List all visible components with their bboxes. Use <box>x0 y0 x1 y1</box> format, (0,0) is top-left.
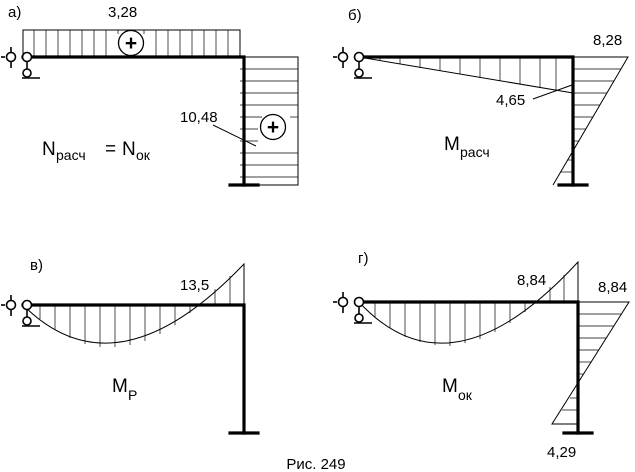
frame-v <box>21 303 246 435</box>
label-m-p: M P <box>112 376 137 403</box>
svg-text:M: M <box>444 134 460 155</box>
frame-g <box>357 300 580 435</box>
value-8-84-column: 8,84 <box>598 279 627 296</box>
label-m-ok: M ок <box>442 376 473 403</box>
moment-diagram-column-b <box>552 56 629 186</box>
hinged-support-v <box>1 295 40 327</box>
svg-text:P: P <box>128 387 137 403</box>
value-4-65: 4,65 <box>496 92 525 109</box>
panel-v-letter: в) <box>30 257 43 274</box>
svg-text:+: + <box>267 116 279 139</box>
hinged-support-a <box>1 47 40 79</box>
leader-line-10-48 <box>212 124 257 147</box>
hinged-support-g <box>333 292 372 324</box>
svg-text:расч: расч <box>460 144 490 160</box>
frame-b <box>357 55 575 187</box>
panel-b: б) <box>333 7 629 187</box>
svg-text:+: + <box>125 32 137 55</box>
svg-text:M: M <box>442 376 458 397</box>
svg-text:M: M <box>112 376 128 397</box>
panel-b-letter: б) <box>348 7 362 24</box>
frame-a <box>21 55 246 187</box>
plus-sign-column: + <box>259 113 287 141</box>
leader-line-4-65 <box>532 84 573 100</box>
hatching-beam <box>33 30 229 57</box>
value-3-28: 3,28 <box>108 4 137 21</box>
formula-n-design-equals-n-ok: N расч = N ок <box>42 139 151 163</box>
value-4-29: 4,29 <box>547 444 576 461</box>
figure-caption: Рис. 249 <box>286 456 345 472</box>
value-8-84-beam: 8,84 <box>517 272 546 289</box>
svg-text:ок: ок <box>136 147 151 163</box>
plus-sign-beam: + <box>117 29 145 57</box>
svg-text:ок: ок <box>458 387 473 403</box>
panel-g-letter: г) <box>358 250 368 267</box>
value-13-5: 13,5 <box>180 277 209 294</box>
panel-a-letter: а) <box>8 4 21 21</box>
hinged-support-b <box>333 47 372 79</box>
moment-diagram-beam-v <box>22 262 245 347</box>
panel-a: а) <box>1 4 299 187</box>
value-8-28: 8,28 <box>593 32 622 49</box>
value-10-48: 10,48 <box>180 109 218 126</box>
svg-text:N: N <box>42 139 56 160</box>
panel-g: г) <box>333 250 630 461</box>
svg-text:N: N <box>122 139 136 160</box>
panel-v: в) 13,5 M <box>1 257 260 435</box>
moment-diagram-beam-g <box>358 260 579 346</box>
moment-diagram-column-g <box>551 301 630 425</box>
label-m-design: M расч <box>444 134 490 160</box>
svg-text:=: = <box>105 139 116 160</box>
axial-force-diagram-column <box>240 56 299 186</box>
hatching-column <box>240 68 298 178</box>
moment-diagram-beam-b <box>358 56 574 94</box>
svg-text:расч: расч <box>56 147 86 163</box>
